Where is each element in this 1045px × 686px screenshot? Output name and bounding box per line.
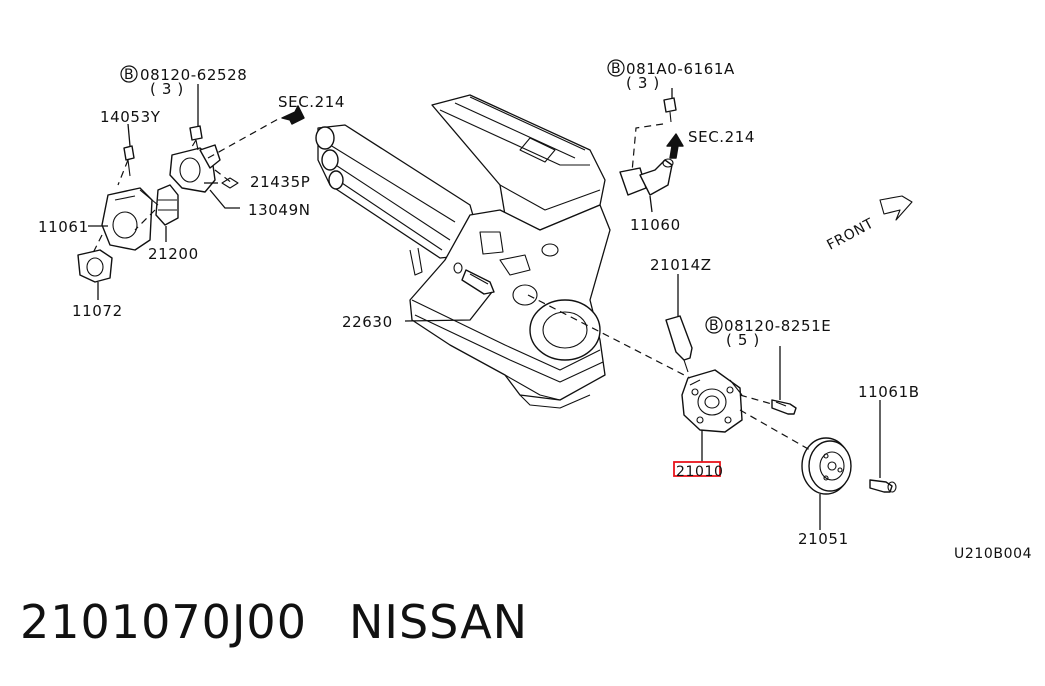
brand-name: NISSAN (348, 595, 529, 649)
part-number: 2101070J00 (20, 595, 307, 649)
label-21014z: 21014Z (650, 256, 712, 274)
label-13049n: 13049N (248, 201, 311, 219)
leader-lines (88, 84, 881, 530)
engine-block-drawing (315, 94, 611, 409)
svg-text:B: B (124, 67, 134, 83)
label-21051: 21051 (798, 530, 849, 548)
label-081a0-6161a: 081A0-6161A (626, 60, 735, 78)
label-21200: 21200 (148, 245, 199, 263)
front-label: FRONT (824, 216, 876, 254)
water-pump-drawing (665, 315, 797, 433)
label-21435p: 21435P (250, 173, 310, 191)
label-qty-right: ( 3 ) (626, 74, 660, 92)
label-qty-pump: ( 5 ) (726, 331, 760, 349)
front-indicator: FRONT (824, 195, 913, 254)
label-sec214-left: SEC.214 (278, 93, 345, 111)
left-outlet-assembly (77, 105, 305, 283)
b-marker-right: B (607, 59, 625, 77)
label-08120-8251e: 08120-8251E (724, 317, 831, 335)
guide-line-crank (527, 294, 691, 379)
label-11061b: 11061B (858, 383, 920, 401)
label-11072: 11072 (72, 302, 123, 320)
label-qty-left: ( 3 ) (150, 80, 184, 98)
b-marker-pump: B (705, 316, 723, 334)
svg-text:B: B (709, 318, 719, 334)
label-21010: 21010 (676, 464, 724, 480)
label-sec214-right: SEC.214 (688, 128, 755, 146)
highlight-21010: 21010 (673, 461, 724, 480)
label-11060: 11060 (630, 216, 681, 234)
label-14053y: 14053Y (100, 108, 161, 126)
svg-text:B: B (611, 61, 621, 77)
guide-line-pulley (739, 409, 811, 451)
b-marker-left: B (120, 65, 138, 83)
label-22630: 22630 (342, 313, 393, 331)
pulley-drawing (801, 437, 897, 495)
label-11061: 11061 (38, 218, 89, 236)
right-outlet-assembly (619, 97, 684, 196)
guide-line-bolt (739, 394, 773, 405)
callout-labels: B 08120-62528 ( 3 ) 14053Y SEC.214 21435… (38, 59, 1032, 562)
drawing-code: U210B004 (954, 546, 1032, 562)
label-08120-62528: 08120-62528 (140, 66, 247, 84)
part-footer: 2101070J00 NISSAN (20, 595, 528, 649)
sensor-22630-drawing (453, 262, 495, 295)
